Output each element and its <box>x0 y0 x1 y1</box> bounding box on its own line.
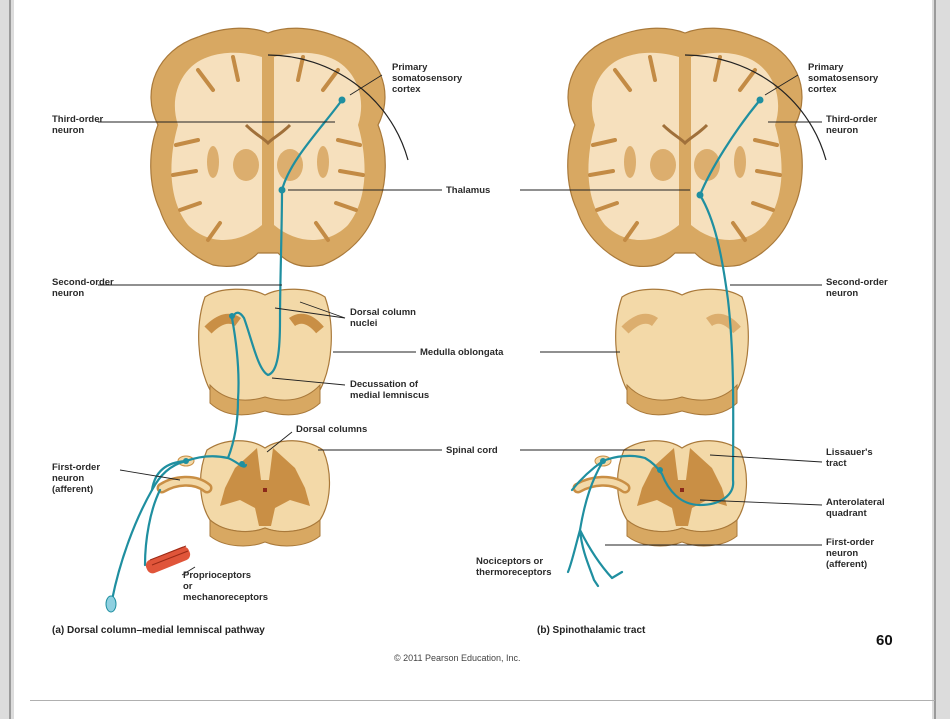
caption-panel-b: (b) Spinothalamic tract <box>537 625 646 636</box>
brain-section-icon-b <box>568 28 803 266</box>
label-thalamus: Thalamus <box>446 185 490 196</box>
brain-section-icon <box>151 28 386 266</box>
mechanoreceptor-icon <box>106 596 116 612</box>
label-spinal-cord: Spinal cord <box>446 445 498 456</box>
medulla-section-icon <box>199 289 332 415</box>
page-number: 60 <box>876 632 893 649</box>
label-dorsal-columns: Dorsal columns <box>296 424 367 435</box>
copyright-text: © 2011 Pearson Education, Inc. <box>394 653 521 663</box>
label-medulla: Medulla oblongata <box>420 347 504 358</box>
caption-panel-a: (a) Dorsal column–medial lemniscal pathw… <box>52 625 265 636</box>
